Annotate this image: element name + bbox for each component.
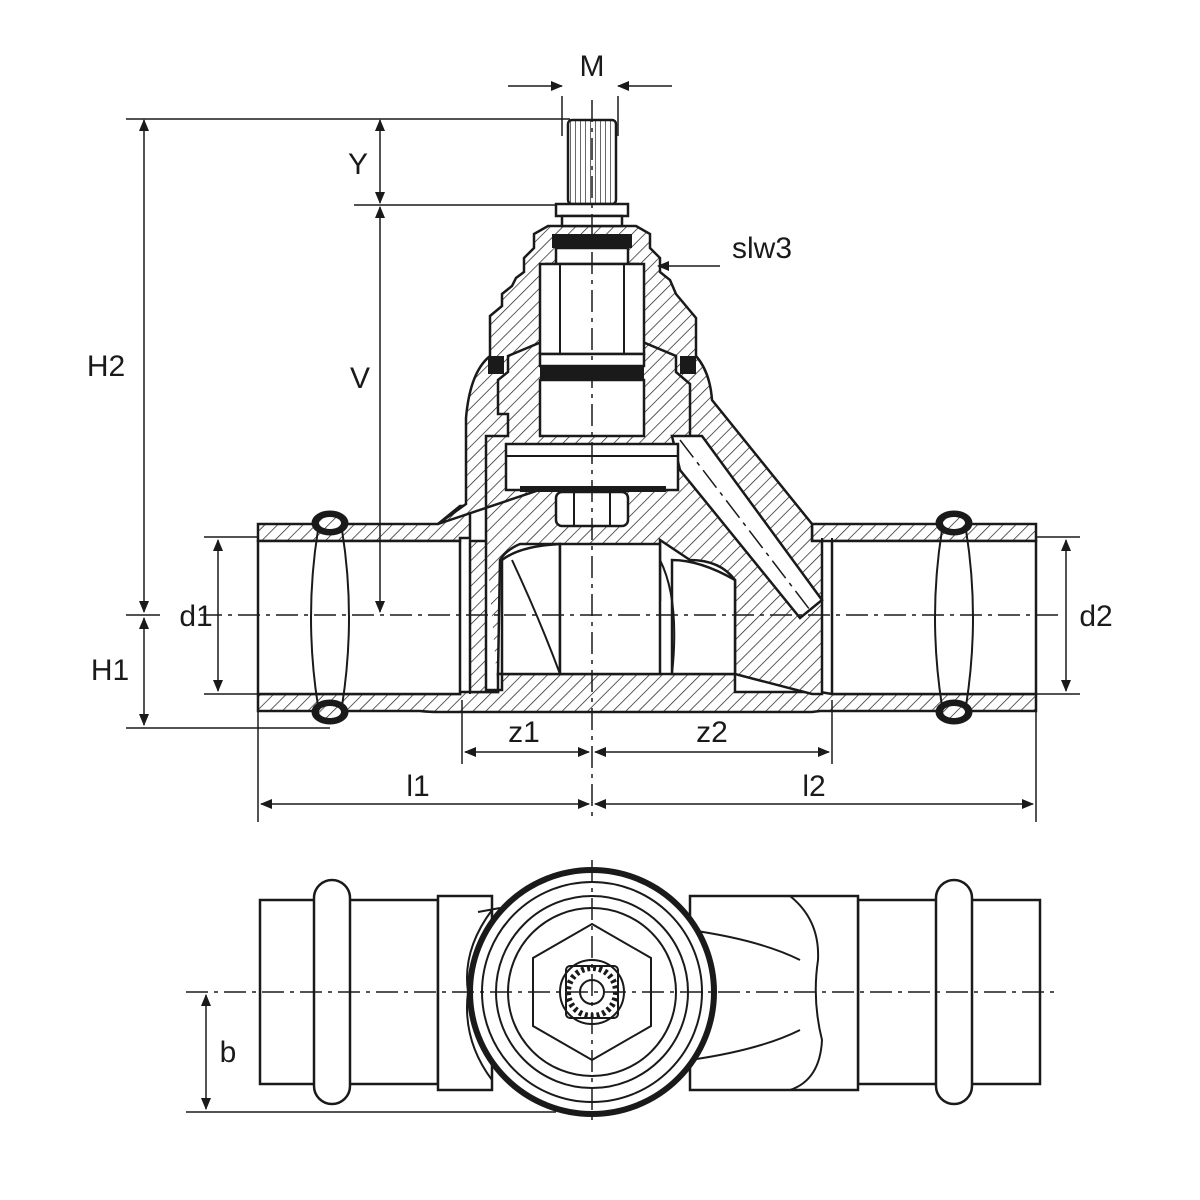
label-l2: l2: [802, 770, 825, 803]
label-h2: H2: [87, 350, 125, 383]
valve-disc-seal: [520, 486, 666, 492]
right-bonnet-seal: [680, 356, 696, 374]
label-z2: z2: [696, 716, 728, 749]
dimensions: M H2 Y V slw3 d1 d2 H1 z1: [87, 50, 1113, 822]
label-y: Y: [348, 148, 368, 181]
label-b: b: [220, 1036, 237, 1069]
inclined-axis: [679, 439, 811, 611]
left-oring-side: [310, 529, 319, 707]
label-m: M: [580, 50, 605, 83]
chamber-curve: [511, 559, 561, 675]
label-z1: z1: [508, 716, 540, 749]
right-oring-bottom-core: [943, 706, 965, 718]
label-slw3: slw3: [732, 232, 792, 265]
label-d2: d2: [1079, 600, 1112, 633]
label-h1: H1: [91, 654, 129, 687]
left-bonnet-seal: [488, 356, 504, 374]
right-oring-top-core: [943, 517, 965, 529]
top-branch-curve-3: [689, 1029, 801, 1061]
top-branch-curve: [789, 895, 824, 1091]
label-d1: d1: [179, 600, 212, 633]
label-l1: l1: [406, 770, 429, 803]
spindle-assembly: [504, 118, 680, 528]
pipe-wall-top-right: [810, 513, 1038, 543]
label-v: V: [350, 362, 370, 395]
right-oring-side-2: [965, 529, 974, 707]
top-view: b: [186, 860, 1060, 1120]
right-oring-side: [934, 529, 943, 707]
top-left-skirt-tick: [477, 907, 501, 913]
spindle-seal-ring: [552, 234, 632, 248]
front-section-view: [200, 100, 1060, 820]
inner-cavity-right: [670, 558, 737, 676]
left-oring-bottom-core: [319, 706, 341, 718]
left-oring-top-core: [319, 517, 341, 529]
top-branch-curve-2: [689, 929, 801, 961]
inner-cavity-center: [558, 542, 662, 676]
left-socket-bore: [256, 539, 462, 696]
chamber-curve-right: [659, 559, 676, 675]
left-oring-side-2: [341, 529, 350, 707]
